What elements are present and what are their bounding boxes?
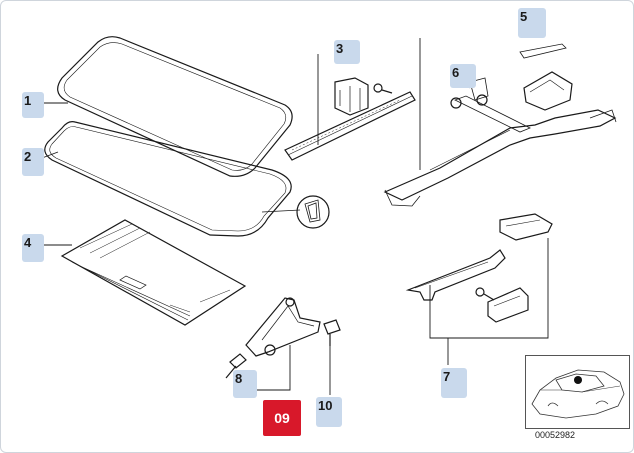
glass-panel [57,36,293,177]
lifting-mechanism [383,43,617,207]
callout-10[interactable]: 10 [316,397,342,427]
crank-arm [225,297,341,379]
seal-ring [44,121,330,237]
car-outline-icon [531,369,625,419]
vehicle-thumbnail [525,355,630,429]
callout-2[interactable]: 2 [22,148,44,176]
diagram-number: 00052982 [535,430,576,440]
guide-rail [284,77,416,161]
callout-09-selected[interactable]: 09 [263,400,301,436]
callout-4[interactable]: 4 [22,234,44,262]
callout-7[interactable]: 7 [441,368,467,398]
callout-3[interactable]: 3 [334,40,360,64]
callout-5[interactable]: 5 [518,8,546,38]
callout-8[interactable]: 8 [233,370,257,398]
callout-6[interactable]: 6 [450,64,476,88]
lever-bracket [405,213,553,323]
sunshade [60,219,247,326]
callout-1[interactable]: 1 [22,92,44,118]
